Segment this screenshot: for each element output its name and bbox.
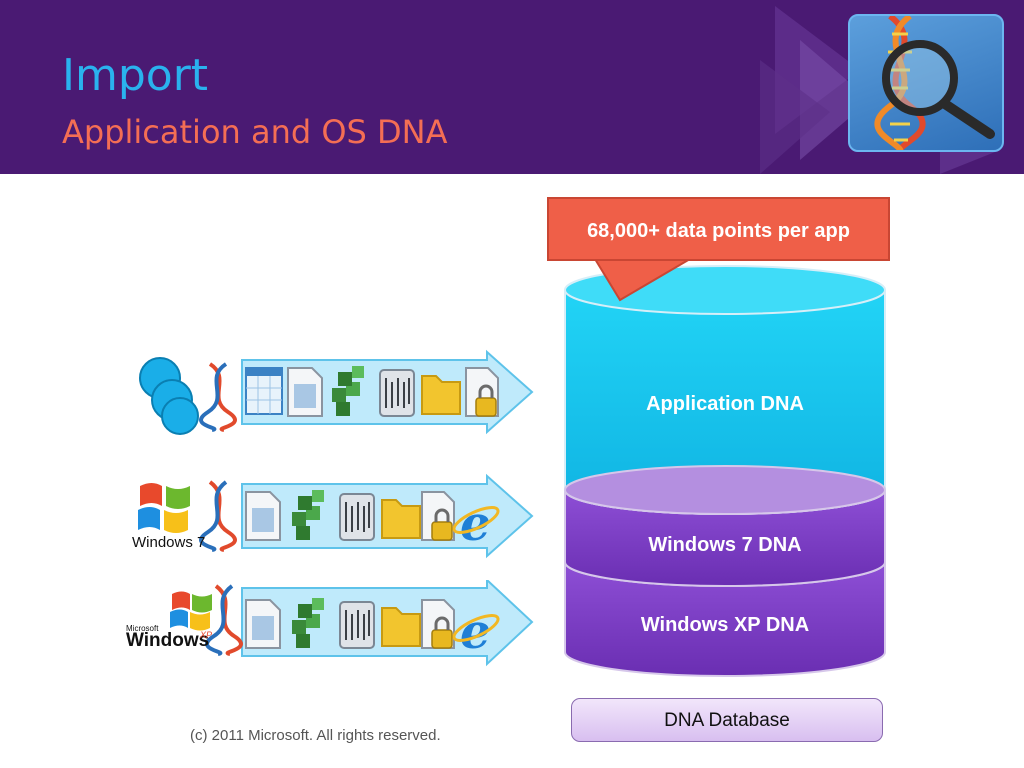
windowsxp-microsoft-label: Microsoft xyxy=(126,624,159,633)
dna-helix-icon xyxy=(199,480,237,552)
windowsxp-logo-icon xyxy=(170,591,212,631)
dna-database-button[interactable]: DNA Database xyxy=(571,698,883,742)
application-dna-label: Application DNA xyxy=(646,393,804,415)
grid-window-icon xyxy=(245,367,283,415)
dna-helix-icon xyxy=(199,362,237,432)
app-import-row xyxy=(132,348,542,448)
cubes-icon xyxy=(332,366,364,416)
windows7-import-row: e Windows 7 xyxy=(132,472,542,572)
windows7-dna-layer-top xyxy=(564,465,886,515)
cubes-icon xyxy=(292,490,324,540)
app-bubbles-icon xyxy=(139,357,199,435)
binary-file-icon xyxy=(339,601,375,649)
cubes-icon xyxy=(292,598,324,648)
windowsxp-suffix: XP xyxy=(200,630,213,640)
application-dna-layer xyxy=(564,265,886,515)
slide-header: Import Application and OS DNA xyxy=(0,0,1024,174)
folder-icon xyxy=(381,499,421,539)
slide-title: Import xyxy=(62,50,209,101)
copyright-footer: (c) 2011 Microsoft. All rights reserved. xyxy=(190,727,441,744)
slide-subtitle: Application and OS DNA xyxy=(62,113,448,151)
folder-icon xyxy=(381,607,421,647)
dna-helix-icon xyxy=(205,584,243,656)
document-icon xyxy=(245,599,281,649)
windowsxp-label: Windows xyxy=(126,630,210,651)
windows7-label: Windows 7 xyxy=(132,534,206,551)
internet-explorer-icon: e xyxy=(452,604,500,660)
windows7-logo-icon xyxy=(138,483,190,533)
folder-icon xyxy=(421,375,461,415)
binary-file-icon xyxy=(339,493,375,541)
windowsxp-import-row: e Microsoft Windows XP xyxy=(126,580,542,680)
dna-database-cylinder: Application DNA Windows 7 DNA Windows XP… xyxy=(560,262,890,682)
locked-file-icon xyxy=(421,491,455,541)
binary-file-icon xyxy=(379,369,415,417)
document-icon xyxy=(287,367,323,417)
windowsxp-dna-label: Windows XP DNA xyxy=(640,614,810,636)
locked-file-icon xyxy=(421,599,455,649)
dna-magnifier-icon xyxy=(848,14,1004,152)
locked-file-icon xyxy=(465,367,499,417)
windows7-dna-label: Windows 7 DNA xyxy=(648,534,802,556)
internet-explorer-icon: e xyxy=(452,496,500,552)
document-icon xyxy=(245,491,281,541)
data-points-callout: 68,000+ data points per app xyxy=(547,197,890,261)
